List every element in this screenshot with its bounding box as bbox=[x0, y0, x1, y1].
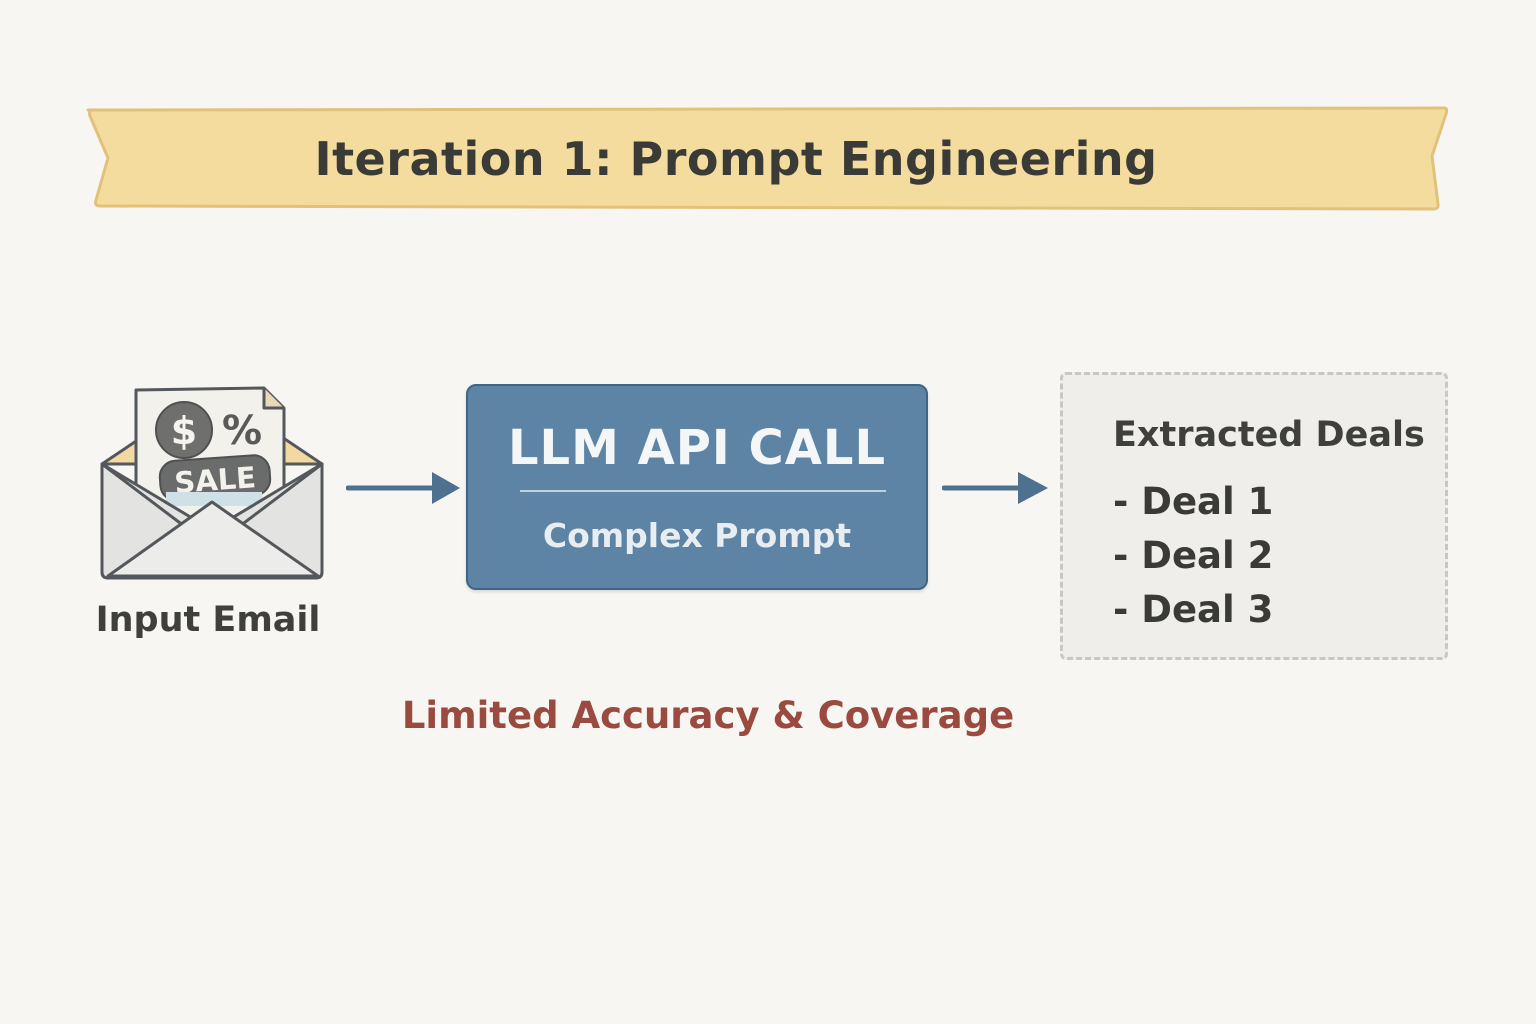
deals-list: - Deal 1 - Deal 2 - Deal 3 bbox=[1113, 475, 1273, 637]
currency-glyph: $ bbox=[171, 409, 197, 453]
input-email-label: Input Email bbox=[95, 600, 321, 640]
extracted-deals-title: Extracted Deals bbox=[1113, 415, 1425, 455]
deal-item: - Deal 1 bbox=[1113, 480, 1274, 523]
banner-ribbon-shape bbox=[86, 106, 1449, 211]
extracted-deals-box: Extracted Deals - Deal 1 - Deal 2 - Deal… bbox=[1060, 372, 1448, 660]
llm-box-divider bbox=[520, 490, 886, 492]
arrow-right-icon bbox=[941, 466, 1052, 510]
deal-item: - Deal 2 bbox=[1113, 534, 1274, 577]
llm-api-call-title: LLM API CALL bbox=[507, 420, 887, 476]
title-banner: Iteration 1: Prompt Engineering bbox=[86, 106, 1450, 212]
deal-item: - Deal 3 bbox=[1113, 588, 1274, 631]
percent-glyph: % bbox=[222, 408, 262, 454]
banner-title: Iteration 1: Prompt Engineering bbox=[314, 132, 1158, 186]
llm-api-call-box: LLM API CALL Complex Prompt bbox=[466, 384, 928, 590]
arrow-right-icon bbox=[345, 466, 464, 510]
envelope-sale-icon: $ % SALE bbox=[96, 382, 328, 586]
complex-prompt-subtitle: Complex Prompt bbox=[542, 516, 852, 555]
limitation-note: Limited Accuracy & Coverage bbox=[401, 694, 1015, 737]
